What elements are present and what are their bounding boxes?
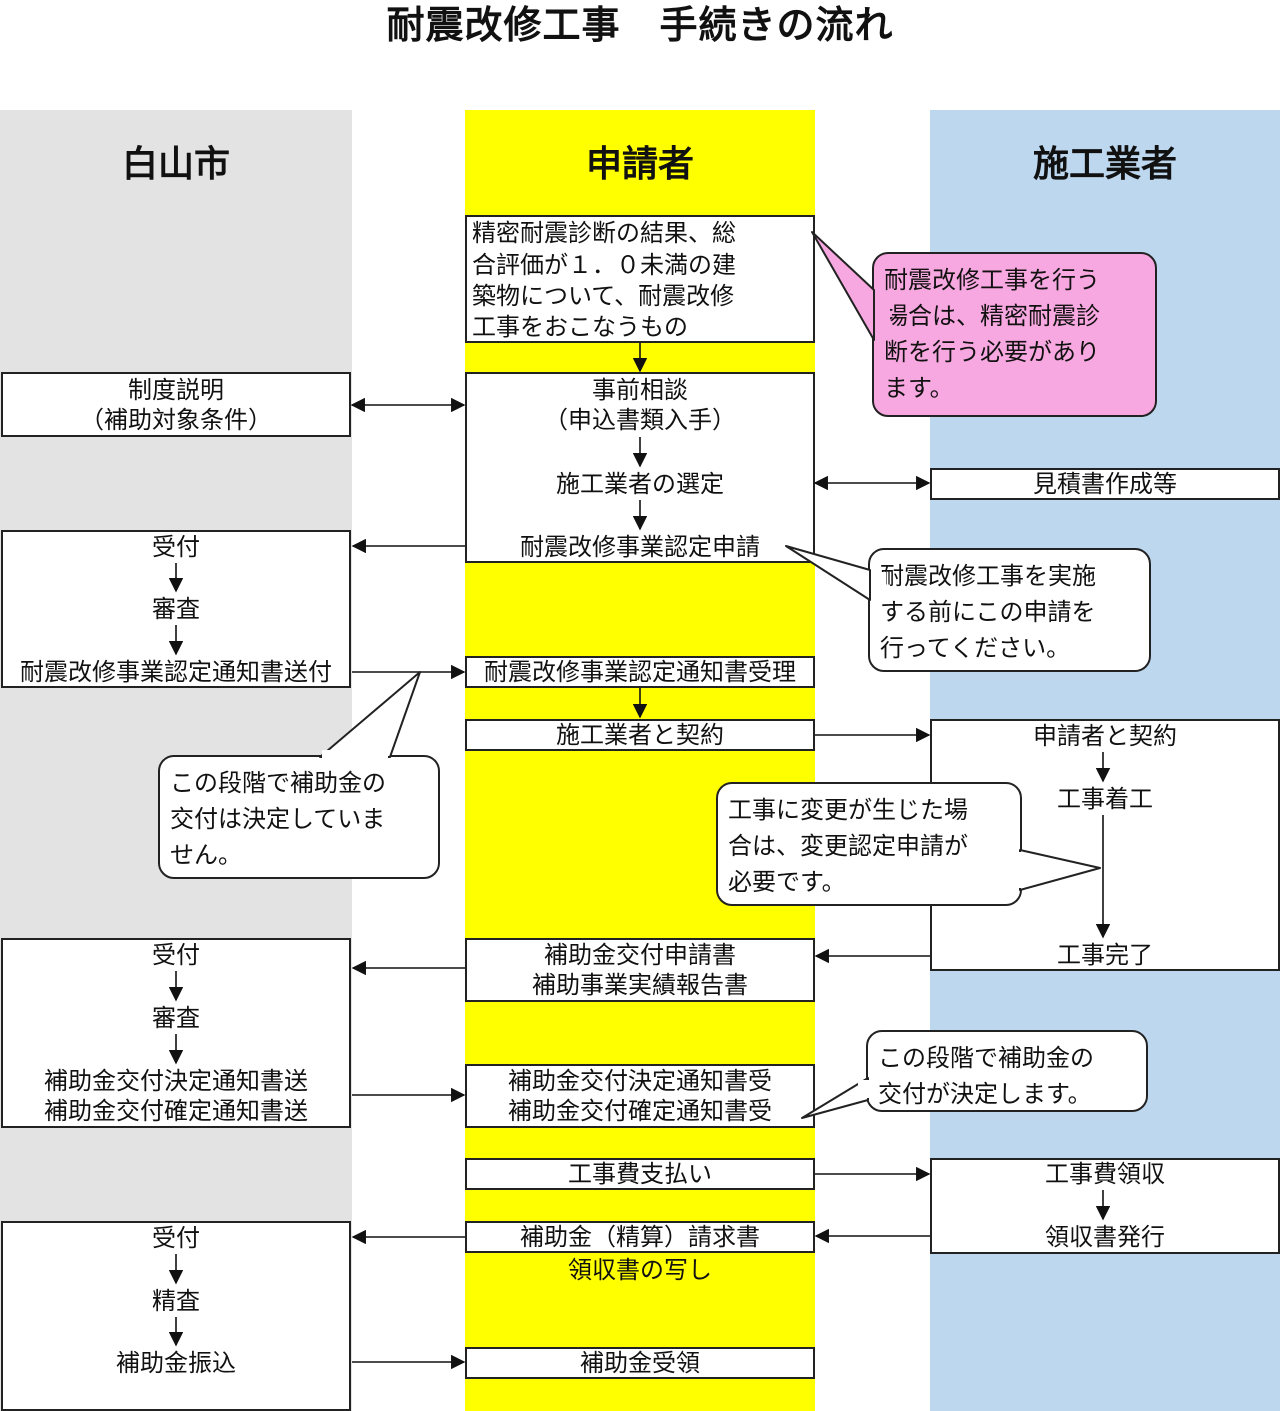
note-diagnosis-line-1: 耐震改修工事を行う xyxy=(884,266,1100,294)
estimate-label: 見積書作成等 xyxy=(1033,470,1177,498)
note-not-decided: この段階で補助金の 交付は決定していま せん。 xyxy=(158,755,440,879)
note-diagnosis-line-4: ます。 xyxy=(884,374,954,402)
note-not-decided-line-3: せん。 xyxy=(170,841,242,869)
note-before-work: 耐震改修工事を実施 する前にこの申請を 行ってください。 xyxy=(868,548,1151,672)
box-target-building xyxy=(465,215,815,343)
note-not-decided-line-2: 交付は決定していま xyxy=(170,805,386,833)
grant-received-label: 補助金受領 xyxy=(580,1349,700,1377)
consult-label: 事前相談 xyxy=(592,376,688,404)
tail-change xyxy=(1019,849,1101,891)
select-contractor-label: 施工業者の選定 xyxy=(556,470,724,498)
box-decision-received xyxy=(465,1064,815,1128)
box-cert-notice-received xyxy=(465,656,815,688)
note-decided: この段階で補助金の 交付が決定します。 xyxy=(866,1030,1148,1112)
note-diagnosis-line-2: 場合は、精密耐震診 xyxy=(884,302,1100,330)
explain-label: 制度説明 xyxy=(128,376,224,404)
lane-header-contractor: 施工業者 xyxy=(1032,144,1177,185)
page-title: 耐震改修工事 手続きの流れ xyxy=(386,3,894,47)
box-claim xyxy=(465,1221,815,1253)
step3-check-label: 精査 xyxy=(152,1287,200,1315)
note-not-decided-line-1: この段階で補助金の xyxy=(170,769,386,797)
explain-sub-label: （補助対象条件） xyxy=(80,406,272,434)
cert-application-label: 耐震改修事業認定申請 xyxy=(520,533,760,561)
lane-header-city: 白山市 xyxy=(121,144,230,185)
box-payment xyxy=(465,1158,815,1190)
box-consultation xyxy=(465,372,815,563)
step1-accept-label: 受付 xyxy=(152,533,200,561)
fee-received-label: 工事費領収 xyxy=(1045,1160,1165,1188)
claim-label: 補助金（精算）請求書 xyxy=(520,1223,760,1251)
note-before-work-line-3: 行ってください。 xyxy=(880,634,1071,662)
step3-accept-label: 受付 xyxy=(152,1224,200,1252)
target-line-3: 築物について、耐震改修 xyxy=(472,282,735,310)
step2-accept-label: 受付 xyxy=(152,941,200,969)
box-city-step2 xyxy=(1,938,351,1128)
note-diagnosis: 耐震改修工事を行う 場合は、精密耐震診 断を行う必要があり ます。 xyxy=(872,252,1157,417)
payment-label: 工事費支払い xyxy=(568,1160,712,1188)
tail-diagnosis xyxy=(811,231,875,341)
box-grant-application xyxy=(465,938,815,1002)
grant-application-label-1: 補助金交付申請書 xyxy=(544,941,736,969)
consult-sub-label: （申込書類入手） xyxy=(544,406,736,434)
note-diagnosis-line-3: 断を行う必要があり xyxy=(884,338,1100,366)
step3-transfer-label: 補助金振込 xyxy=(116,1349,236,1377)
note-decided-line-1: この段階で補助金の xyxy=(878,1044,1094,1072)
note-before-work-line-2: する前にこの申請を xyxy=(880,598,1096,626)
step2-notice-label-1: 補助金交付決定通知書送 xyxy=(44,1067,308,1095)
grant-application-label-2: 補助事業実績報告書 xyxy=(532,971,748,999)
box-grant-received xyxy=(465,1347,815,1379)
cert-notice-received-label: 耐震改修事業認定通知書受理 xyxy=(484,658,796,686)
decision-received-label-2: 補助金交付確定通知書受 xyxy=(508,1097,772,1125)
note-change: 工事に変更が生じた場 合は、変更認定申請が 必要です。 xyxy=(716,782,1022,906)
lane-header-applicant: 申請者 xyxy=(585,144,694,185)
note-change-line-3: 必要です。 xyxy=(728,868,846,896)
box-estimate xyxy=(930,468,1280,500)
decision-received-label-1: 補助金交付決定通知書受 xyxy=(508,1067,772,1095)
box-city-step3 xyxy=(1,1221,351,1411)
note-before-work-line-1: 耐震改修工事を実施 xyxy=(880,562,1096,590)
step2-review-label: 審査 xyxy=(152,1004,200,1032)
step1-review-label: 審査 xyxy=(152,595,200,623)
box-city-step1 xyxy=(1,530,351,688)
target-line-2: 合評価が１．０未満の建 xyxy=(472,251,736,279)
work-complete-label: 工事完了 xyxy=(1057,941,1153,969)
tail-before-work xyxy=(785,545,871,601)
box-fee-receipt xyxy=(930,1158,1280,1254)
receipt-issue-label: 領収書発行 xyxy=(1045,1223,1165,1251)
work-start-label: 工事着工 xyxy=(1057,785,1153,813)
target-line-4: 工事をおこなうもの xyxy=(472,313,688,341)
contract-with-applicant-label: 申請者と契約 xyxy=(1033,722,1177,750)
contract-label: 施工業者と契約 xyxy=(556,721,724,749)
box-contract xyxy=(465,719,815,751)
step1-notice-label: 耐震改修事業認定通知書送付 xyxy=(20,658,332,686)
tail-not-decided xyxy=(319,671,421,758)
note-decided-line-2: 交付が決定します。 xyxy=(878,1080,1092,1108)
receipt-copy-label: 領収書の写し xyxy=(568,1256,712,1284)
target-line-1: 精密耐震診断の結果、総 xyxy=(472,219,736,247)
note-change-line-1: 工事に変更が生じた場 xyxy=(728,796,968,824)
step2-notice-label-2: 補助金交付確定通知書送 xyxy=(44,1097,308,1125)
note-change-line-2: 合は、変更認定申請が xyxy=(728,832,968,860)
box-system-explanation xyxy=(1,372,351,437)
